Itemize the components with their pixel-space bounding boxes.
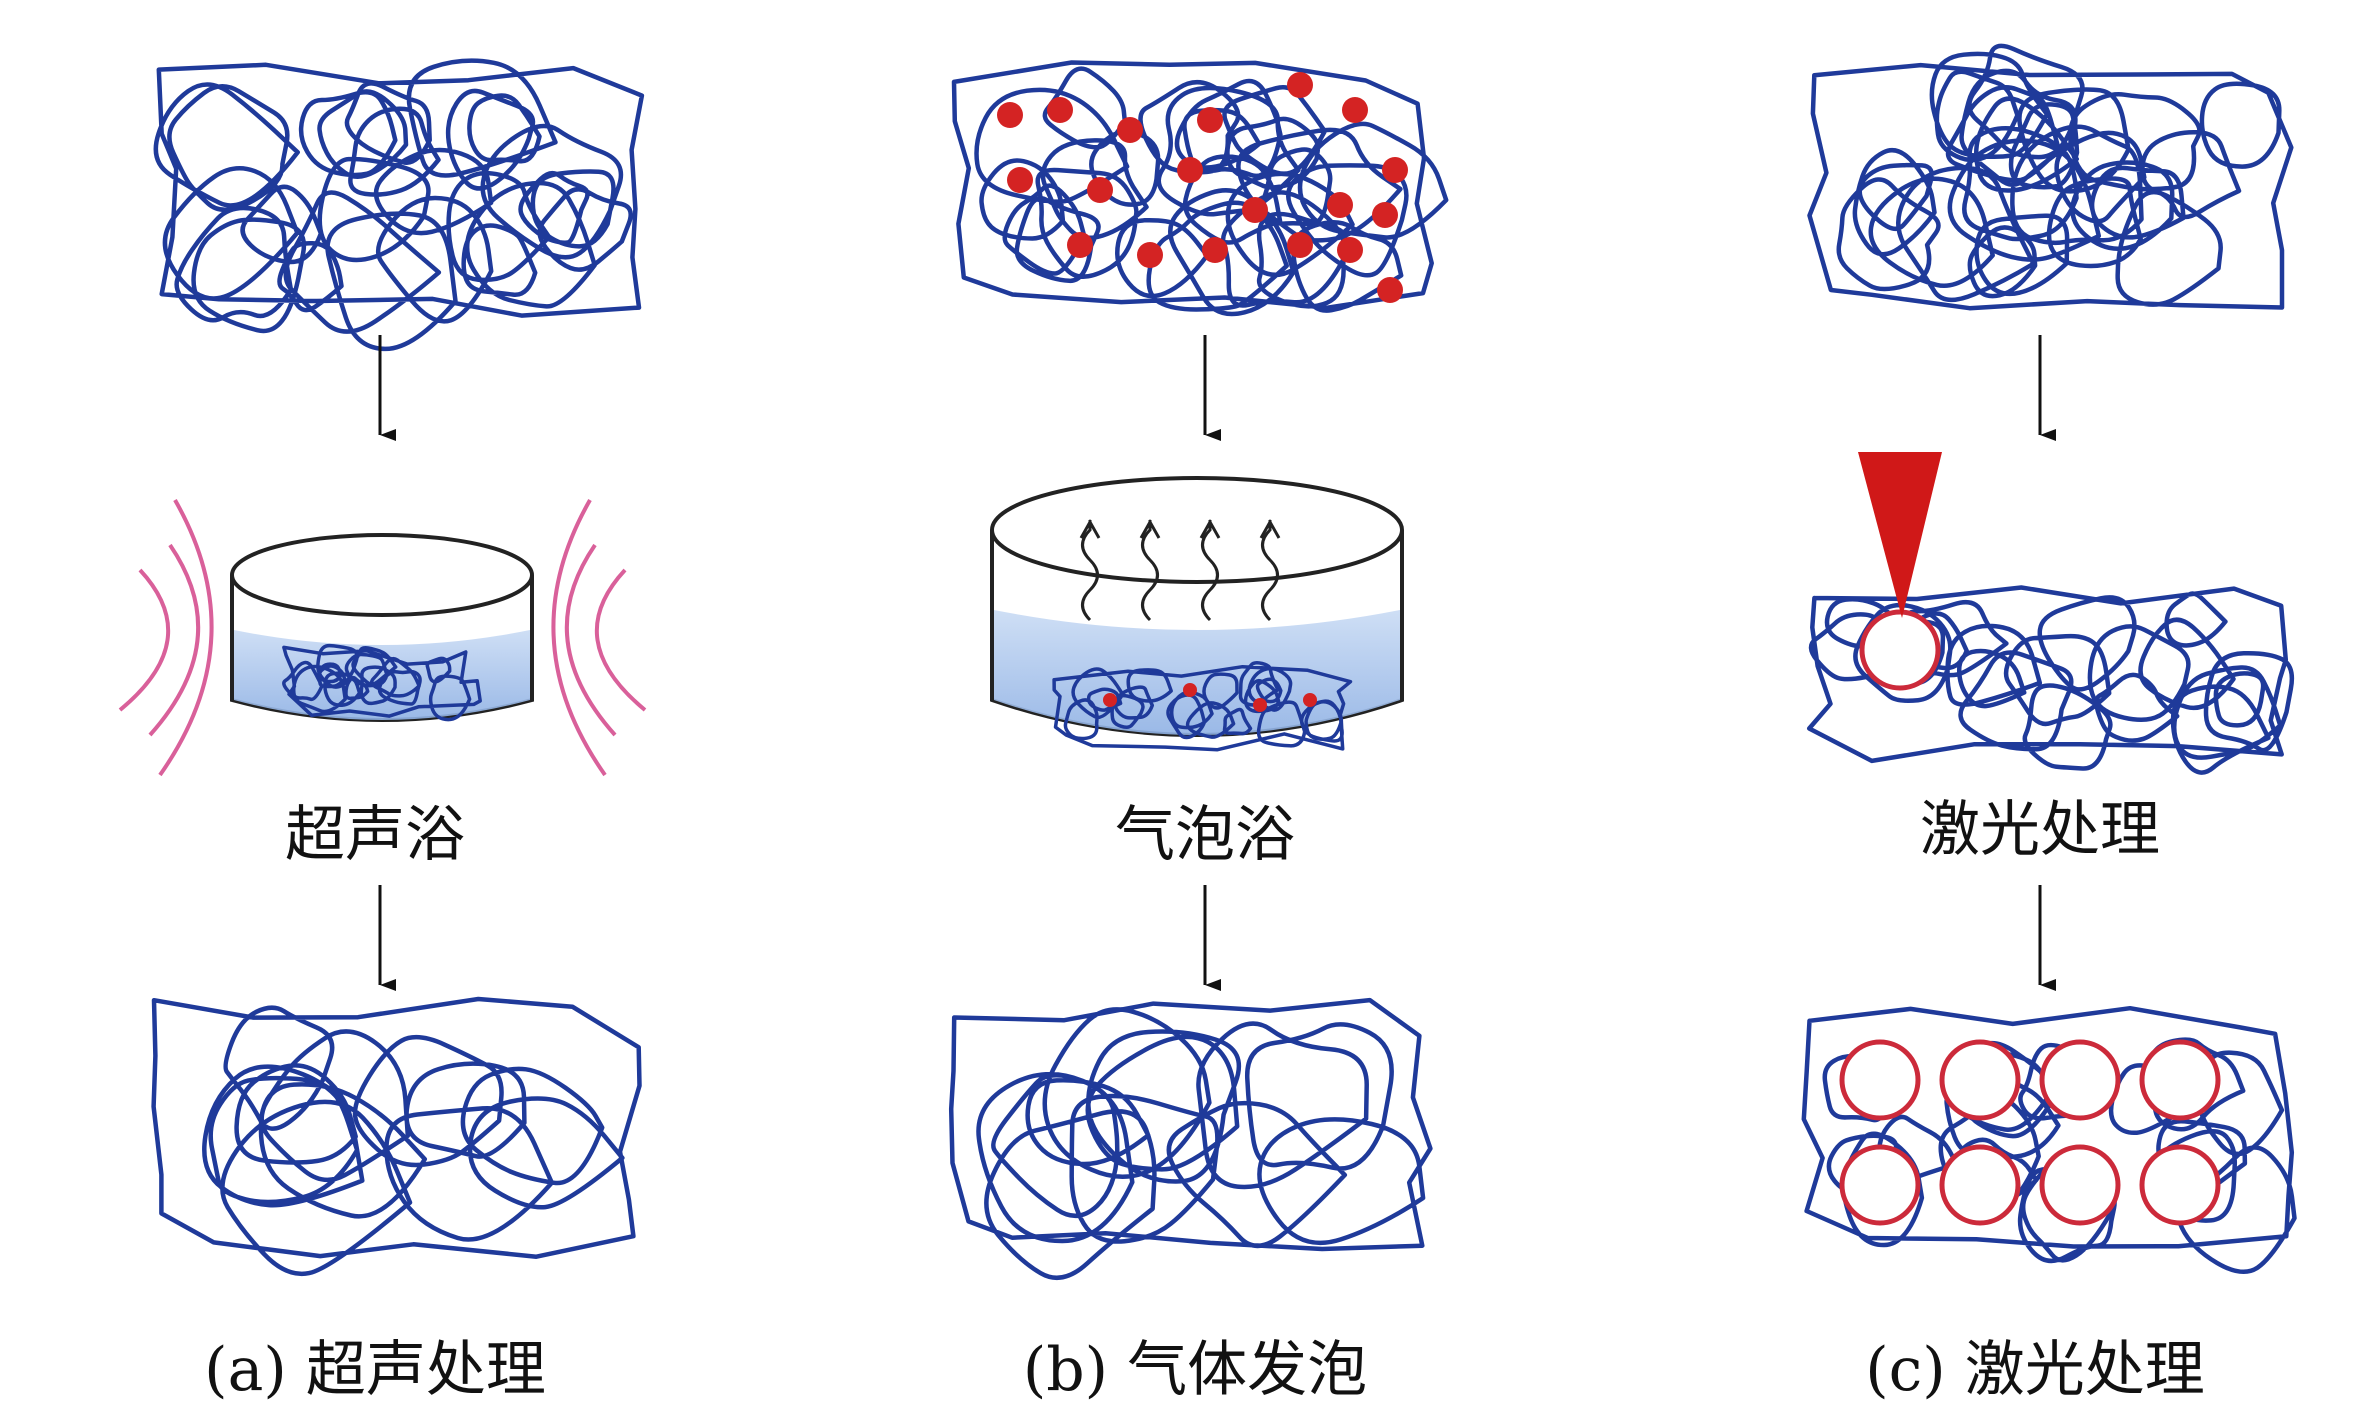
sample-in-bath-icon: [282, 643, 482, 722]
tangled-fiber-mesh-icon: [1807, 43, 2294, 311]
panel-c: 激光处理 (c) 激光处理: [1801, 43, 2297, 1405]
tangled-fiber-mesh-icon: [153, 58, 645, 352]
panel-caption: (c) 激光处理: [1865, 1335, 2205, 1405]
fiber-mesh-with-pores-icon: [1801, 1005, 2297, 1275]
loosened-fiber-mesh-icon: [948, 997, 1433, 1281]
panel-caption: (a) 超声处理: [204, 1335, 546, 1405]
bubble-bath-icon: [990, 476, 1404, 752]
ultrasound-wave-icon: [118, 499, 647, 777]
panel-b: 气泡浴 (b) 气体发泡: [948, 60, 1449, 1405]
laser-beam-icon: [1858, 452, 1942, 618]
laser-pore-icon: [1859, 609, 1941, 691]
laser-treatment-icon: [1806, 452, 2295, 775]
panel-a: 超声浴 (a) 超声处理: [118, 58, 647, 1405]
fiber-mesh-with-particles-icon: [951, 60, 1449, 317]
step-label: 激光处理: [1920, 795, 2160, 865]
ultrasonic-bath-icon: [118, 499, 647, 777]
step-label: 超声浴: [285, 800, 465, 870]
sample-in-bath-icon: [1052, 661, 1353, 752]
step-label: 气泡浴: [1115, 800, 1295, 870]
gas-release-icon: [1079, 518, 1281, 622]
loosened-fiber-mesh-icon: [151, 996, 642, 1277]
panel-caption: (b) 气体发泡: [1023, 1335, 1367, 1405]
